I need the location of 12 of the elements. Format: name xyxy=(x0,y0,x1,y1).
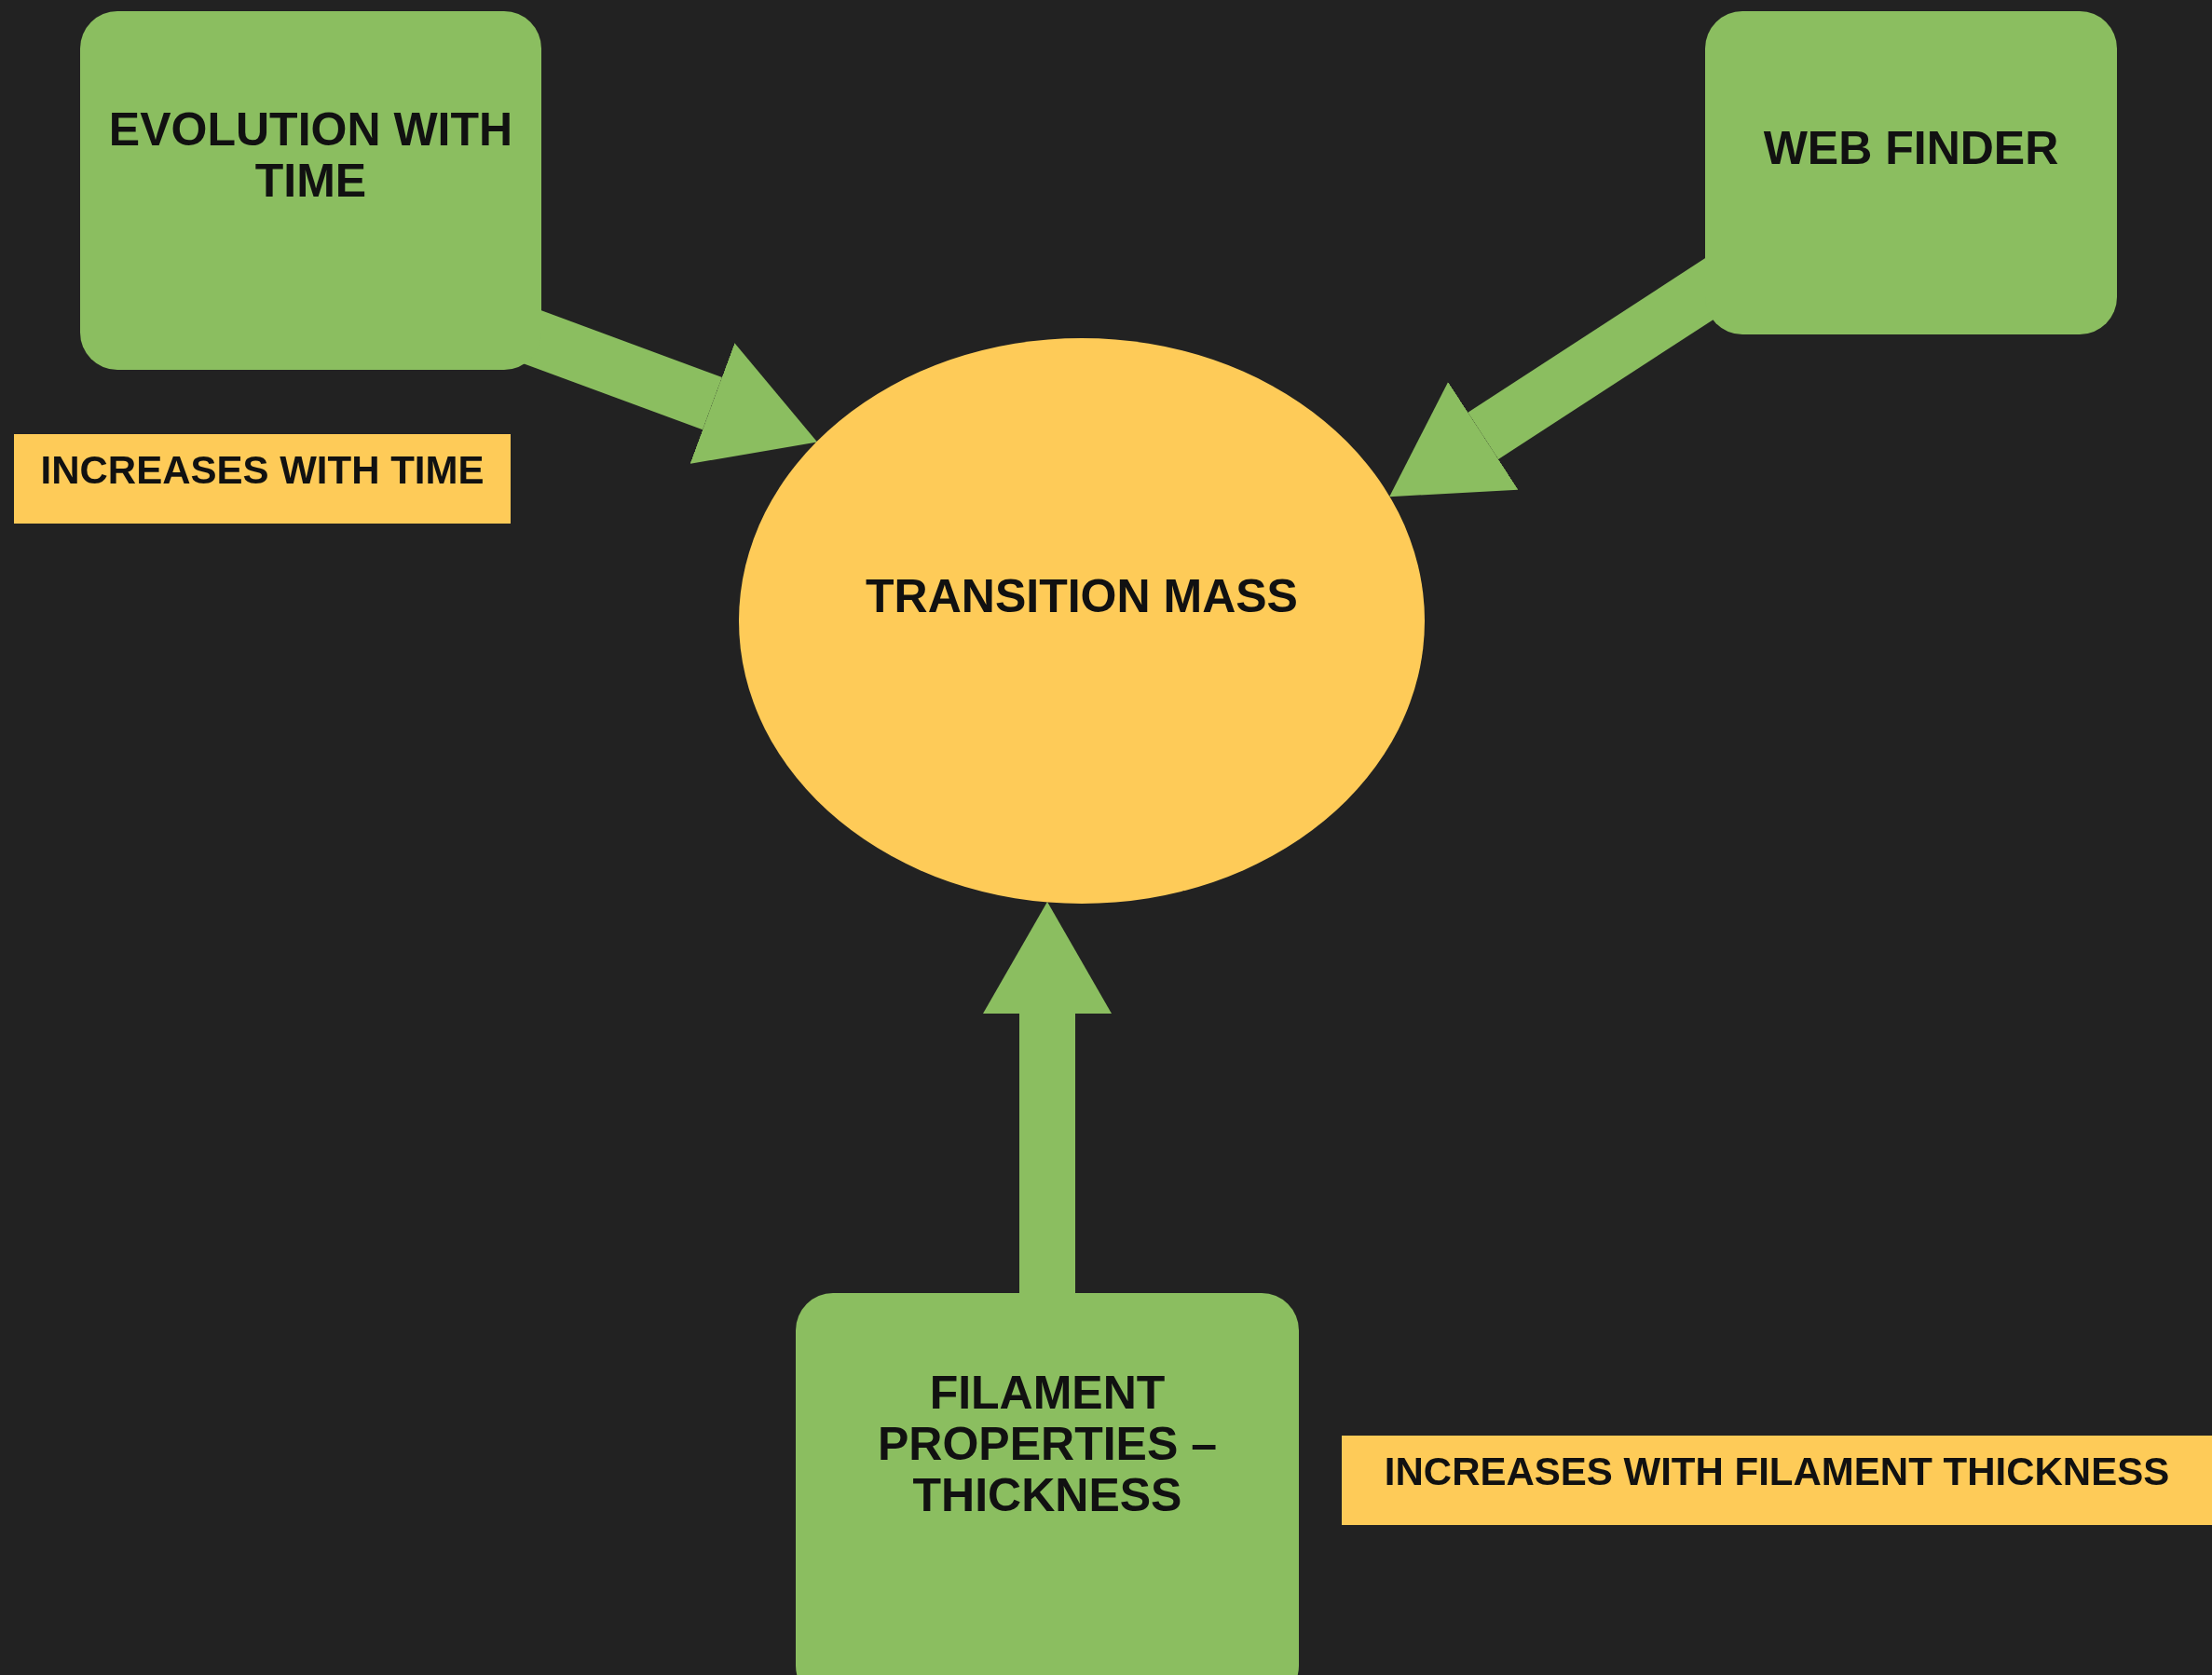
arrow xyxy=(983,902,1112,1293)
process-box xyxy=(1705,11,2117,334)
node-label: FILAMENT PROPERTIES – THICKNESS xyxy=(877,1368,1218,1521)
note-text: INCREASES WITH TIME xyxy=(40,449,485,493)
process-box xyxy=(80,11,541,370)
note-box xyxy=(1342,1436,2212,1525)
note-box xyxy=(14,434,511,524)
process-box xyxy=(796,1293,1299,1675)
node-label: EVOLUTION WITH TIME xyxy=(108,104,513,207)
node-label: TRANSITION MASS xyxy=(866,571,1298,622)
node-label: WEB FINDER xyxy=(1763,123,2059,174)
note-text: INCREASES WITH FILAMENT THICKNESS xyxy=(1384,1450,2170,1494)
